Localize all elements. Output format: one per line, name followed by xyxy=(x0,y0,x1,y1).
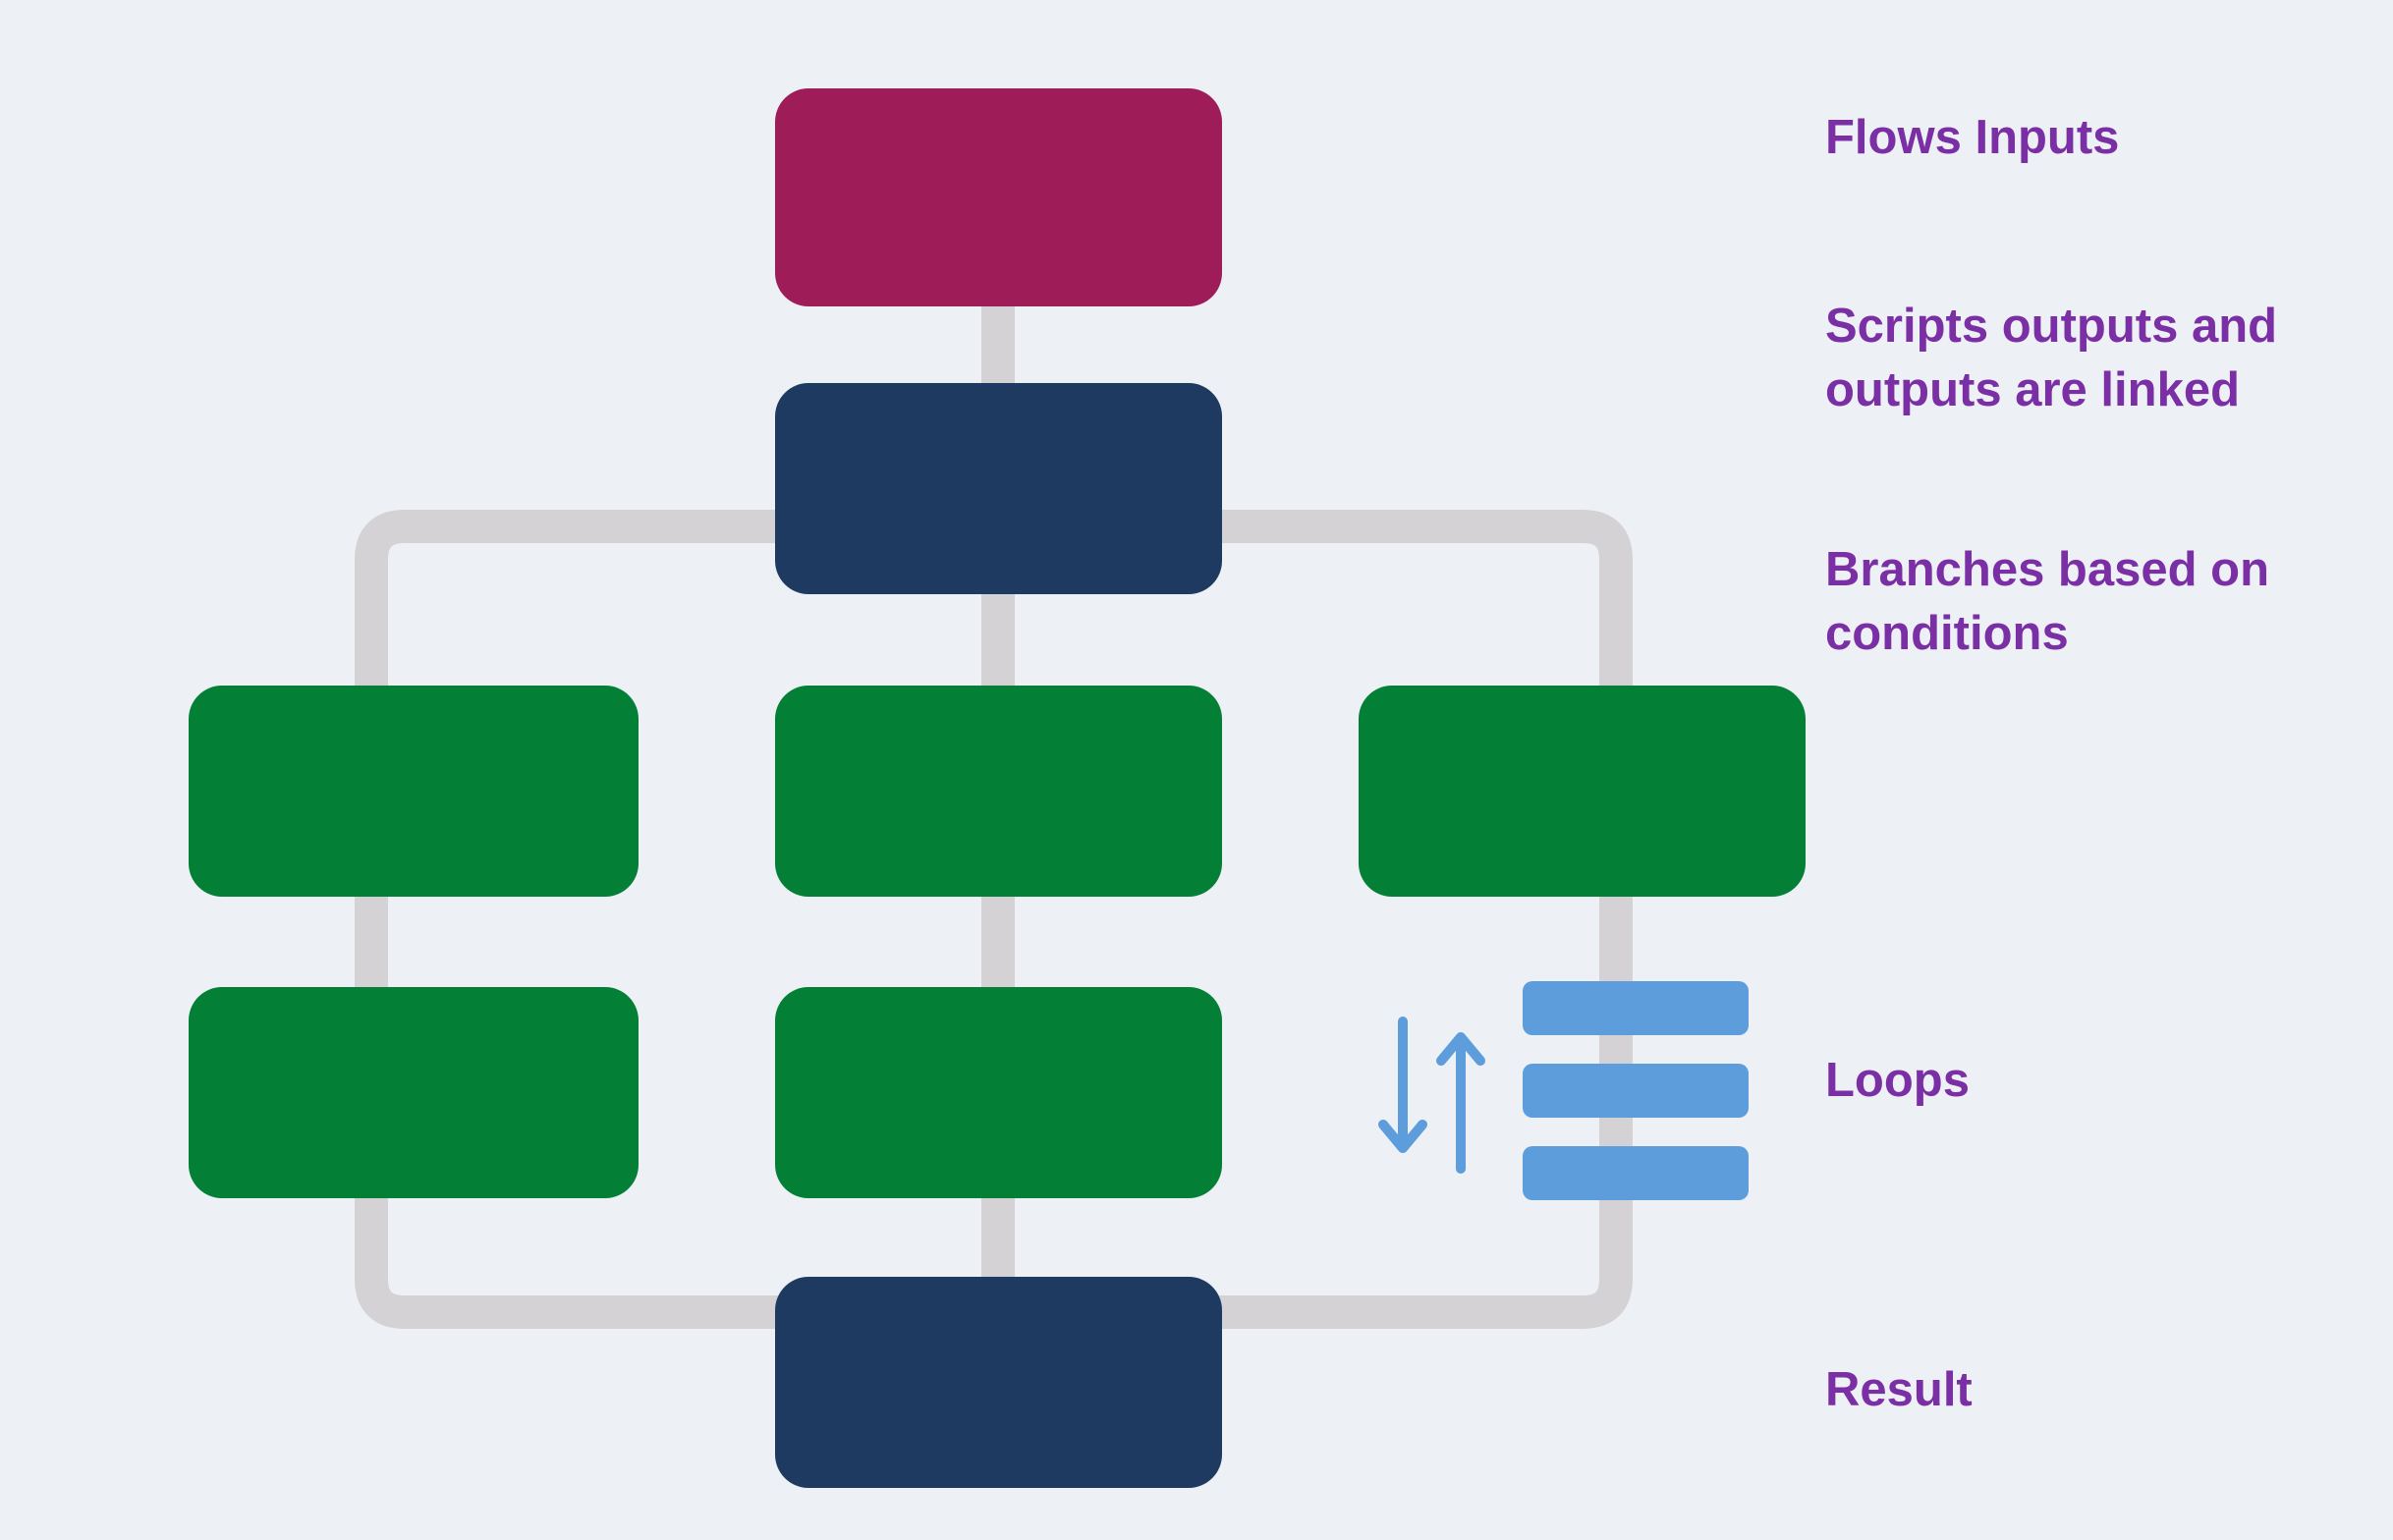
branch-node-right xyxy=(1359,686,1806,897)
step-node-center xyxy=(775,987,1222,1198)
legend-scripts-linked: Scripts outputs and outputs are linked xyxy=(1825,300,2278,416)
result-node xyxy=(775,1277,1222,1488)
legend-loops: Loops xyxy=(1825,1054,1970,1107)
legend-result: Result xyxy=(1825,1363,1973,1416)
loop-list-icon xyxy=(1523,981,1749,1200)
branch-node-center xyxy=(775,686,1222,897)
branch-node-left xyxy=(189,686,639,897)
loop-icon xyxy=(1378,981,1749,1200)
step-node-left xyxy=(189,987,639,1198)
legend-branches: Branches based on conditions xyxy=(1825,543,2270,660)
legend-flows-inputs: Flows Inputs xyxy=(1825,111,2120,164)
connector-left-branch xyxy=(355,510,998,1329)
script-node xyxy=(775,383,1222,594)
flow-input-node xyxy=(775,88,1222,306)
loop-arrows-icon xyxy=(1378,1017,1485,1174)
connector-right-branch xyxy=(998,510,1633,1329)
